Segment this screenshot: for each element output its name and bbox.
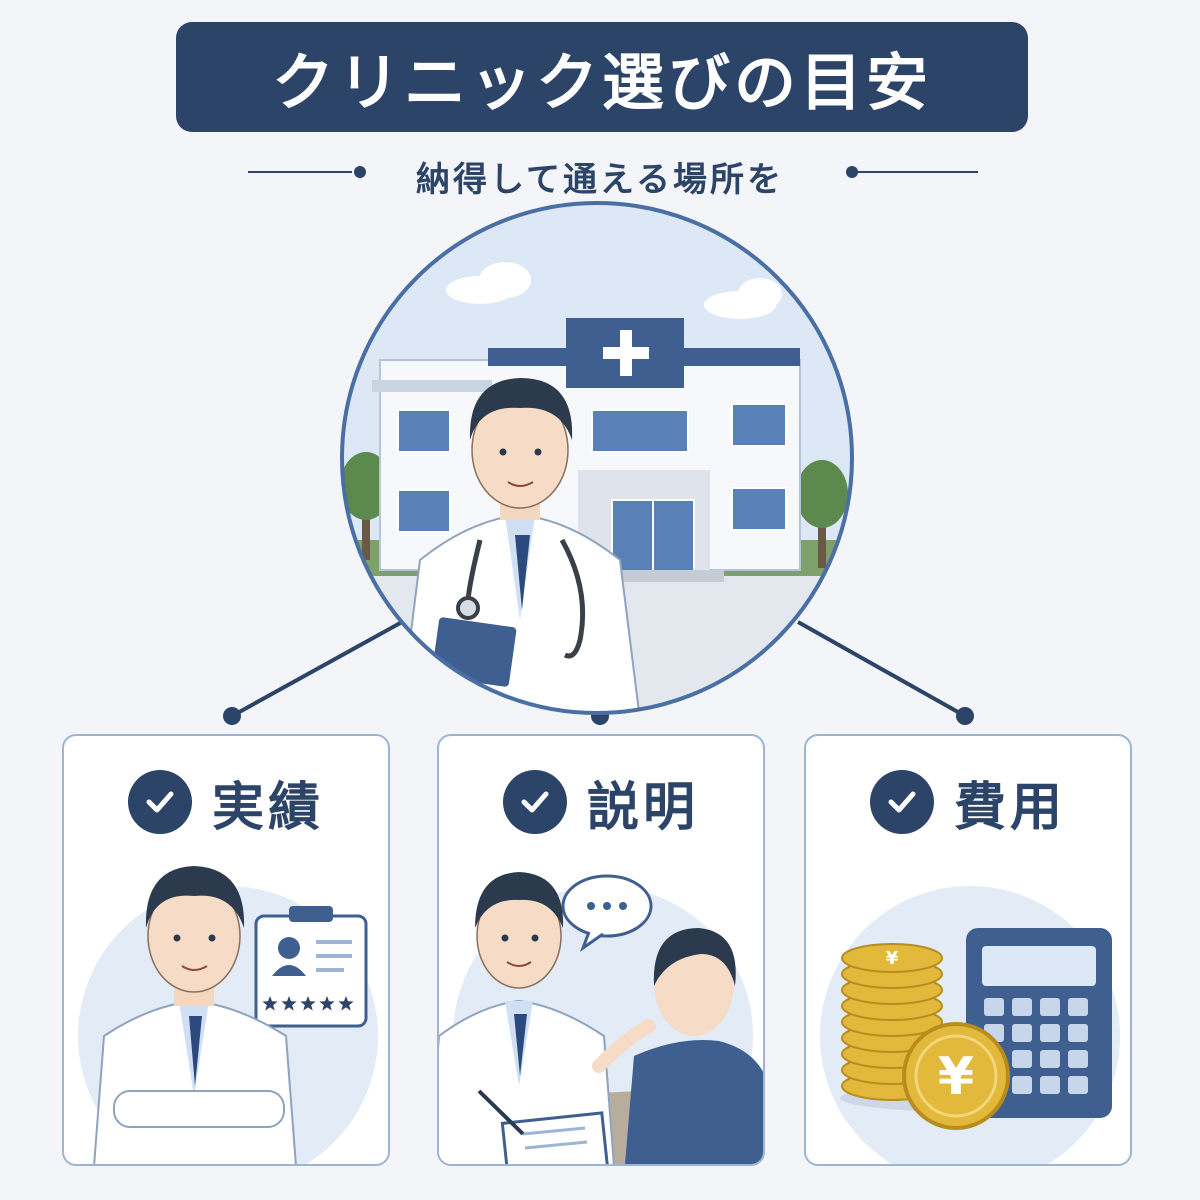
connector-right [797,620,966,718]
calculator-key [1012,1076,1032,1094]
patient-icon [625,928,763,1164]
profile-card-icon [254,906,368,1028]
hero-circle-border [340,201,854,715]
calculator-key [1012,1024,1032,1042]
calculator-key [984,998,1004,1016]
star-icon [281,996,297,1011]
connector-dot-left [223,707,241,725]
calculator-key [1068,1076,1088,1094]
star-icon [338,996,354,1011]
subtitle-dot-right [846,166,858,178]
calculator-key [1040,1050,1060,1068]
check-icon [502,770,567,834]
calculator-key [1012,998,1032,1016]
connector-left [231,620,403,718]
subtitle: 納得して通える場所を [0,150,1200,200]
rating-stars [262,996,354,1011]
star-icon [262,996,278,1011]
criteria-card-cost: 費用 ¥ ¥ [804,734,1132,1166]
calculator-key [1040,998,1060,1016]
speech-bubble-icon [561,874,653,953]
coin-yen-symbol: ¥ [886,948,899,969]
subtitle-text: 納得して通える場所を [416,160,784,200]
clipboard-icon [477,1089,610,1164]
coins-and-calculator-illustration: ¥ ¥ [820,886,1120,1164]
yen-symbol: ¥ [938,1047,974,1107]
star-icon [300,996,316,1011]
criteria-label: 実績 [211,777,324,838]
criteria-label: 費用 [953,777,1066,838]
calculator-key [1040,1076,1060,1094]
doctor-icon [398,378,642,713]
subtitle-dot-left [354,166,366,178]
check-icon [869,770,934,834]
page-title: クリニック選びの目安 [271,46,932,119]
doctor-with-rated-profile-illustration [78,866,378,1164]
check-icon [127,770,192,834]
criteria-label: 説明 [586,777,699,838]
coin [841,943,943,973]
yen-coin-icon: ¥ [902,1022,1010,1130]
title-banner: クリニック選びの目安 [176,22,1028,132]
calculator-key [1068,1050,1088,1068]
calculator-key [1068,998,1088,1016]
criteria-card-explanation: 説明 [437,734,765,1166]
calculator-key [1012,1050,1032,1068]
star-icon [319,996,335,1011]
criteria-card-track-record: 実績 [62,734,390,1166]
connector-dot-right [956,707,974,725]
doctor-icon [93,866,297,1164]
calculator-key [1040,1024,1060,1042]
hero-illustration [342,203,852,713]
calculator-key [1068,1024,1088,1042]
doctor-explaining-to-patient-illustration [439,872,763,1164]
cloud-icon [446,262,782,319]
clinic-building-icon [372,318,801,582]
